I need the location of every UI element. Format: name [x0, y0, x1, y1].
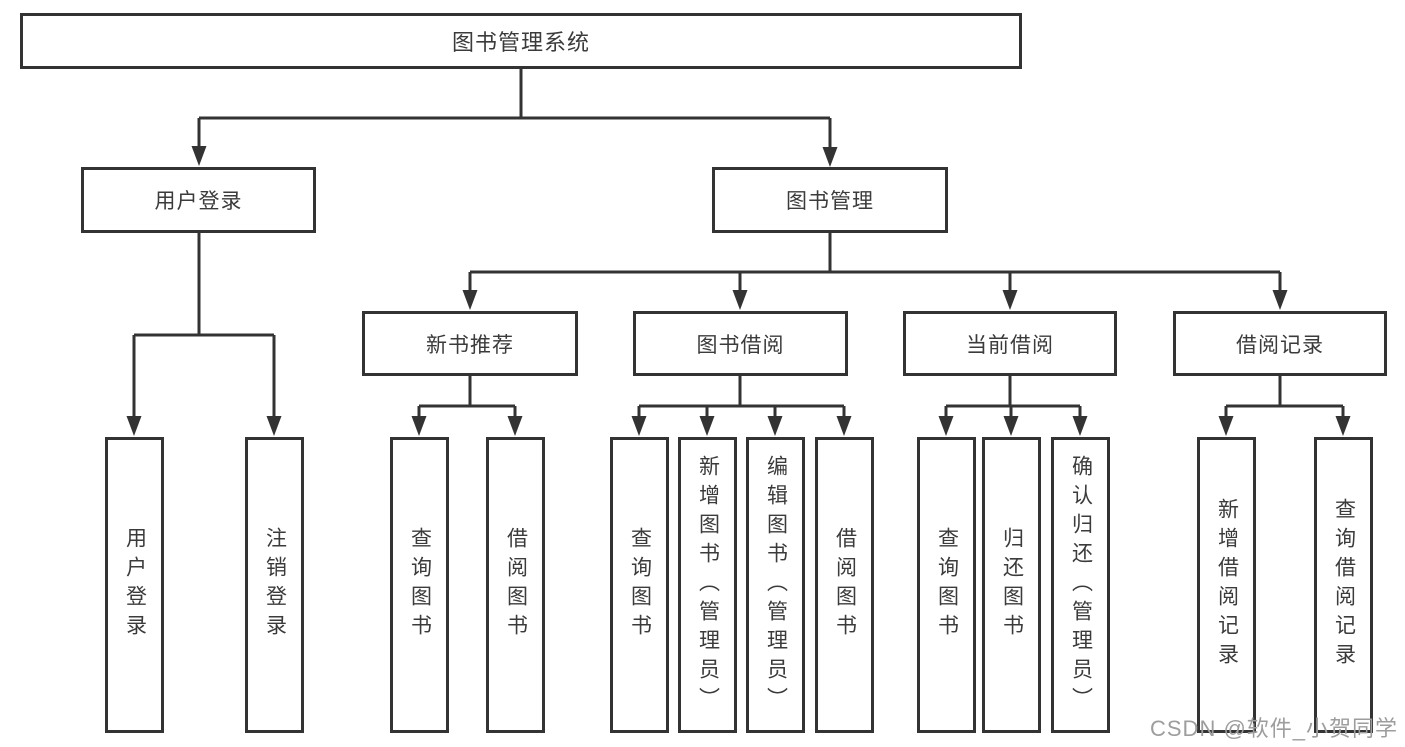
connector-login-to-leaves — [132, 233, 276, 420]
node-user-login: 用户登录 — [81, 167, 316, 233]
node-current-borrow: 当前借阅 — [903, 311, 1117, 376]
arrowhead — [266, 416, 282, 436]
connector-mgmt-to-sections — [468, 233, 1282, 294]
arrowhead — [126, 416, 142, 436]
node-confirm-return-admin: 确认归还（管理员） — [1051, 437, 1110, 733]
connector-root-to-level2 — [197, 69, 832, 150]
watermark: CSDN @软件_小贺同学 — [1150, 716, 1399, 741]
arrowhead — [1272, 290, 1288, 310]
node-book-management: 图书管理 — [712, 167, 948, 233]
arrowhead — [411, 416, 427, 436]
arrowhead — [507, 416, 523, 436]
node-add-books-admin: 新增图书（管理员） — [678, 437, 737, 733]
arrowhead — [1072, 416, 1088, 436]
connector-borrow-to-leaves — [637, 376, 846, 420]
connector-record-to-leaves — [1224, 376, 1345, 420]
node-query-books-recommend: 查询图书 — [390, 437, 449, 733]
arrowhead — [767, 416, 783, 436]
arrowhead — [462, 290, 478, 310]
node-add-borrow-record: 新增借阅记录 — [1197, 437, 1256, 733]
arrowhead — [822, 147, 838, 167]
node-query-books-current: 查询图书 — [917, 437, 976, 733]
node-borrow-records: 借阅记录 — [1173, 311, 1387, 376]
node-query-books-borrow: 查询图书 — [610, 437, 669, 733]
arrowhead — [1002, 290, 1018, 310]
node-user-login-action: 用户登录 — [105, 437, 164, 733]
arrowhead — [191, 146, 207, 166]
node-root: 图书管理系统 — [20, 13, 1022, 69]
connector-recommend-to-leaves — [417, 376, 517, 420]
node-edit-books-admin: 编辑图书（管理员） — [746, 437, 805, 733]
arrowhead — [1003, 416, 1019, 436]
arrowhead — [1218, 416, 1234, 436]
arrowhead — [938, 416, 954, 436]
node-borrow-books-action: 借阅图书 — [815, 437, 874, 733]
node-new-book-recommend: 新书推荐 — [362, 311, 578, 376]
arrowhead — [732, 290, 748, 310]
arrowhead — [1335, 416, 1351, 436]
node-query-borrow-record: 查询借阅记录 — [1314, 437, 1373, 733]
arrowhead — [836, 416, 852, 436]
node-book-borrow: 图书借阅 — [633, 311, 848, 376]
arrowhead — [631, 416, 647, 436]
node-borrow-books-recommend: 借阅图书 — [486, 437, 545, 733]
connector-current-to-leaves — [944, 376, 1082, 420]
node-logout-action: 注销登录 — [245, 437, 304, 733]
arrowhead — [699, 416, 715, 436]
node-return-books: 归还图书 — [982, 437, 1041, 733]
